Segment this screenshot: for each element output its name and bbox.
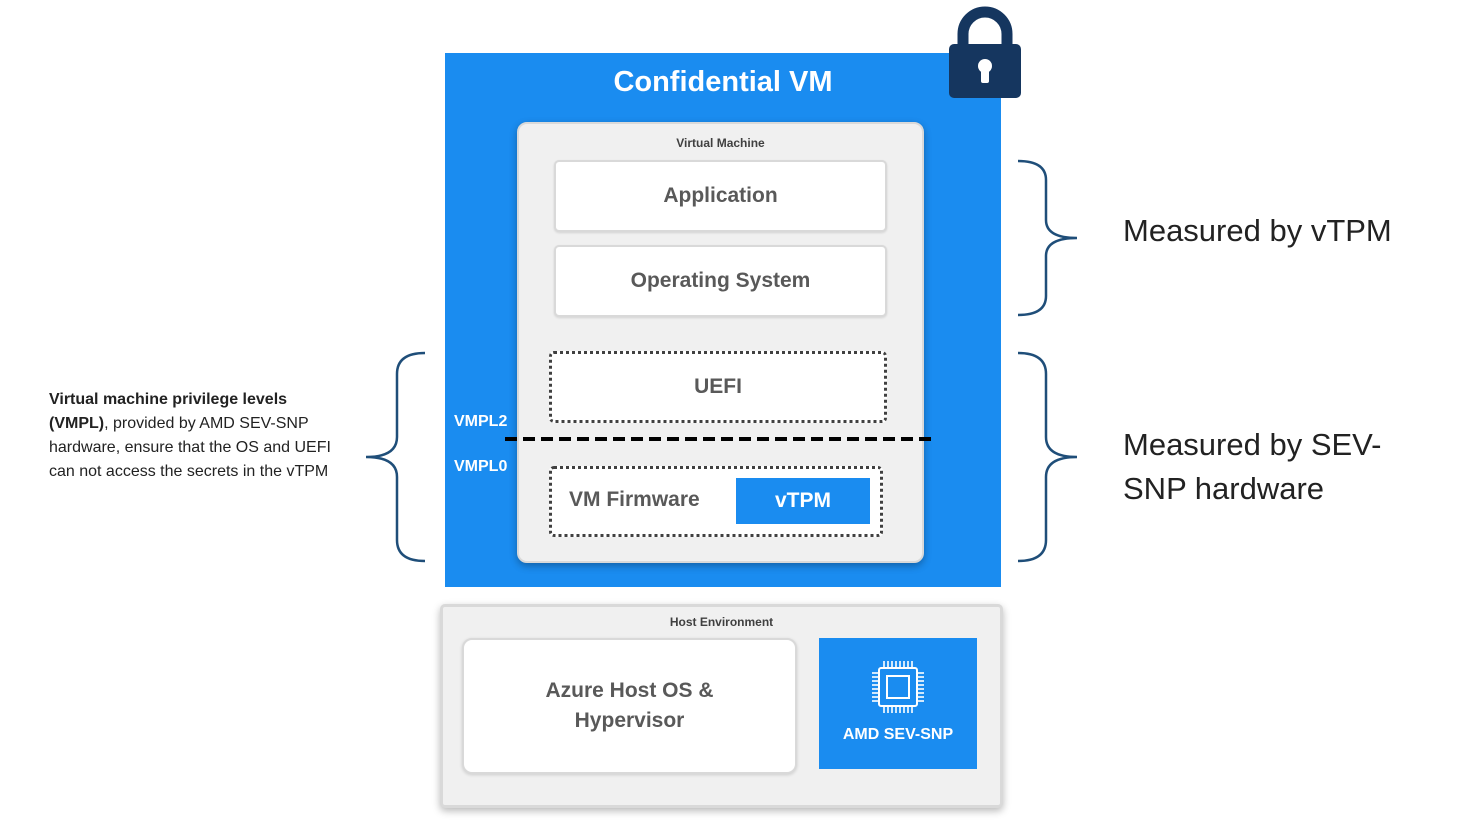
vmpl-note-text: , provided by AMD SEV-SNP hardware, ensu… — [49, 415, 331, 480]
vmpl-divider-line — [505, 437, 931, 441]
lock-icon — [949, 6, 1021, 98]
brace-sev-snp — [1017, 351, 1078, 563]
vm-firmware-label: VM Firmware — [569, 488, 700, 511]
host-environment-label: Host Environment — [669, 615, 774, 629]
amd-sev-snp-box — [819, 638, 977, 769]
brace-vmpl — [365, 351, 426, 563]
vmpl2-label: VMPL2 — [454, 413, 508, 430]
vmpl-note: Virtual machine privilege levels (VMPL),… — [49, 388, 349, 484]
application-box: Application — [554, 160, 887, 232]
operating-system-box: Operating System — [554, 245, 887, 317]
confidential-vm-title: Confidential VM — [613, 66, 833, 98]
vtpm-box: vTPM — [736, 478, 870, 524]
brace-vtpm — [1017, 159, 1078, 317]
virtual-machine-label: Virtual Machine — [676, 136, 765, 150]
measured-by-vtpm-label: Measured by vTPM — [1123, 213, 1392, 248]
chip-icon — [872, 661, 924, 713]
uefi-box: UEFI — [549, 351, 887, 423]
azure-host-box: Azure Host OS & Hypervisor — [462, 638, 797, 774]
measured-by-sev-snp-label: Measured by SEV-SNP hardware — [1123, 427, 1382, 506]
amd-sev-snp-label: AMD SEV-SNP — [842, 726, 954, 743]
vmpl-note-bold: Virtual machine privilege levels (VMPL) — [49, 391, 288, 432]
vmpl0-label: VMPL0 — [454, 458, 508, 475]
